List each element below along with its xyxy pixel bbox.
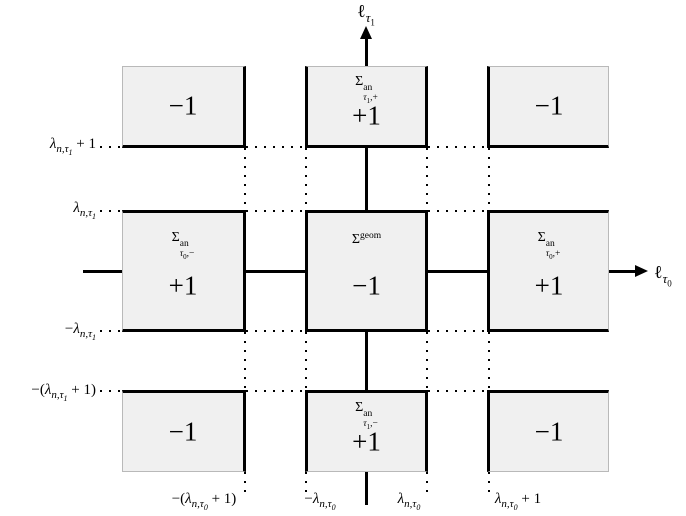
sector-value: −1 <box>352 270 381 301</box>
dotted-line <box>244 472 246 492</box>
vertical-axis-line <box>365 37 368 66</box>
y-tick-label: λn,τ1 <box>73 200 96 222</box>
x-tick-label: −λn,τ0 <box>304 491 336 513</box>
sector-value: −1 <box>168 416 198 447</box>
x-tick-label: λn,τ0 + 1 <box>494 491 542 513</box>
y-tick-label: λn,τ1 + 1 <box>49 136 96 158</box>
dotted-line <box>488 472 490 492</box>
sector-value: −1 <box>534 90 564 121</box>
right-arrowhead-icon <box>635 265 648 277</box>
dotted-line <box>244 332 246 390</box>
dotted-line <box>246 146 305 148</box>
dotted-line <box>426 472 428 492</box>
y-tick-label: −(λn,τ1 + 1) <box>31 382 96 404</box>
dotted-line <box>244 148 246 210</box>
dotted-line <box>100 390 122 392</box>
dotted-line <box>305 332 307 390</box>
sector-value: +1 <box>352 426 381 457</box>
horizontal-axis-line <box>609 270 636 273</box>
sector-value: +1 <box>534 270 564 301</box>
vertical-axis-line <box>365 148 368 210</box>
up-arrowhead-icon <box>360 26 372 39</box>
horizontal-axis-line <box>83 270 122 273</box>
dotted-line <box>428 210 487 212</box>
dotted-line <box>488 148 490 210</box>
dotted-line <box>100 146 122 148</box>
horizontal-axis-label: ℓτ0 <box>654 262 672 289</box>
dotted-line <box>305 148 307 210</box>
dotted-line <box>246 210 305 212</box>
dotted-line <box>100 210 122 212</box>
sector-value: +1 <box>168 270 198 301</box>
sector-box-top-left: −1 <box>122 66 246 148</box>
dotted-line <box>100 330 122 332</box>
sector-value: −1 <box>168 90 198 121</box>
dotted-line <box>428 390 487 392</box>
horizontal-axis-line <box>246 270 305 273</box>
sector-value: −1 <box>534 416 564 447</box>
vertical-axis-line <box>365 472 368 505</box>
sector-value: +1 <box>352 100 381 131</box>
dotted-line <box>488 332 490 390</box>
vertical-axis-line <box>365 332 368 390</box>
dotted-line <box>428 146 487 148</box>
y-tick-label: −λn,τ1 <box>64 321 96 343</box>
sector-box-bottom-right: −1 <box>487 390 609 472</box>
sector-box-top-right: −1 <box>487 66 609 148</box>
x-tick-label: λn,τ0 <box>397 491 421 513</box>
x-tick-label: −(λn,τ0 + 1) <box>171 491 237 513</box>
sector-box-bottom-left: −1 <box>122 390 246 472</box>
horizontal-axis-line <box>428 270 487 273</box>
dotted-line <box>428 330 487 332</box>
dotted-line <box>305 472 307 492</box>
vertical-axis-label: ℓτ1 <box>357 1 375 28</box>
dotted-line <box>426 148 428 210</box>
dotted-line <box>246 390 305 392</box>
dotted-line <box>246 330 305 332</box>
dotted-line <box>426 332 428 390</box>
